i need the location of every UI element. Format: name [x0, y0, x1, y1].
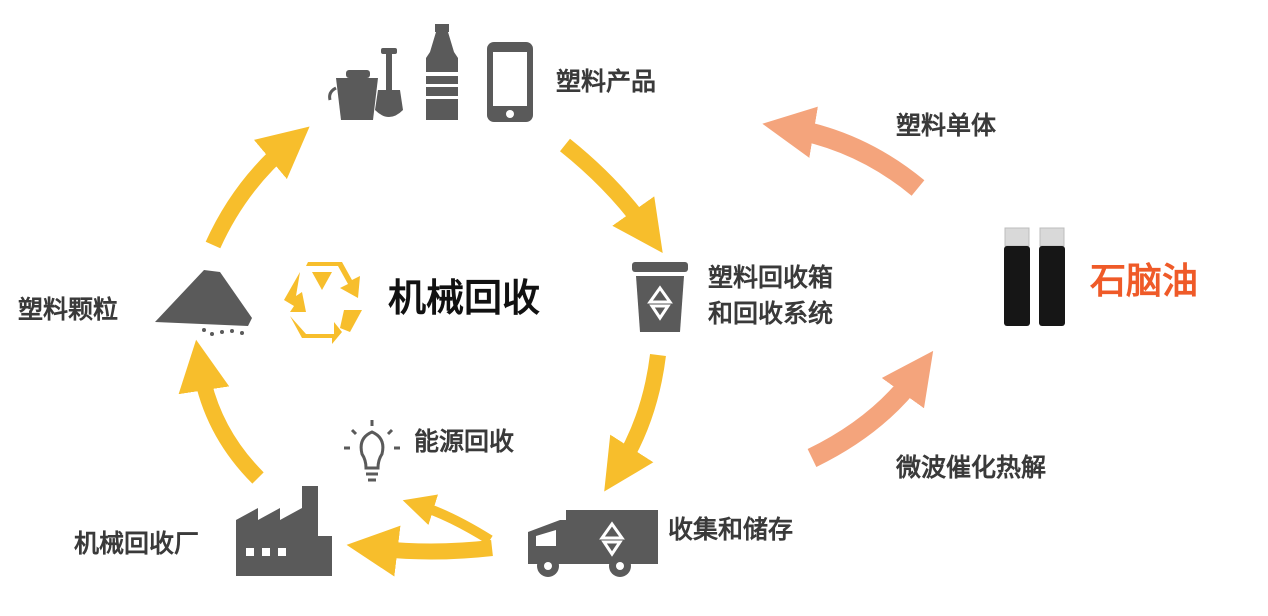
arrow-collection-to-plant: [346, 525, 493, 577]
truck-icon: [528, 510, 658, 577]
recycle-symbol-icon: [284, 262, 362, 344]
plastic-products-icons: [328, 24, 533, 122]
arrow-collection-to-energy: [402, 494, 493, 545]
recycling-plant-label: 机械回收厂: [74, 529, 200, 558]
collection-storage-label: 收集和储存: [668, 515, 794, 544]
plastic-pellets-label: 塑料颗粒: [18, 295, 119, 324]
arrow-plant-to-pellets: [178, 339, 264, 484]
arrow-monomer: [762, 106, 925, 196]
light-bulb-icon: [344, 420, 400, 482]
pellet-pile-icon: [155, 270, 252, 336]
recycle-bin-label-line1: 塑料回收箱: [708, 263, 834, 292]
arrow-pellets-to-products: [205, 126, 310, 249]
plastic-products-label: 塑料产品: [556, 67, 657, 96]
shovel-icon: [375, 48, 403, 117]
naphtha-label: 石脑油: [1090, 261, 1199, 302]
bucket-icon: [328, 70, 378, 120]
arrow-products-to-bin: [560, 138, 663, 253]
factory-icon: [236, 486, 332, 576]
arrow-bin-to-collection: [604, 354, 666, 492]
cycle-arrows: [178, 126, 666, 577]
arrow-pyrolysis: [807, 350, 934, 467]
energy-recovery-label: 能源回收: [414, 427, 515, 456]
side-arrows: [762, 106, 934, 467]
microwave-pyrolysis-label: 微波催化热解: [896, 453, 1047, 482]
plastic-monomer-label: 塑料单体: [896, 111, 997, 140]
center-title: 机械回收: [388, 276, 541, 320]
recycle-bin-icon: [632, 262, 688, 332]
phone-icon: [487, 42, 533, 122]
bottle-icon: [426, 24, 458, 120]
vial-icon: [1004, 227, 1065, 326]
recycle-bin-label-line2: 和回收系统: [708, 299, 834, 328]
